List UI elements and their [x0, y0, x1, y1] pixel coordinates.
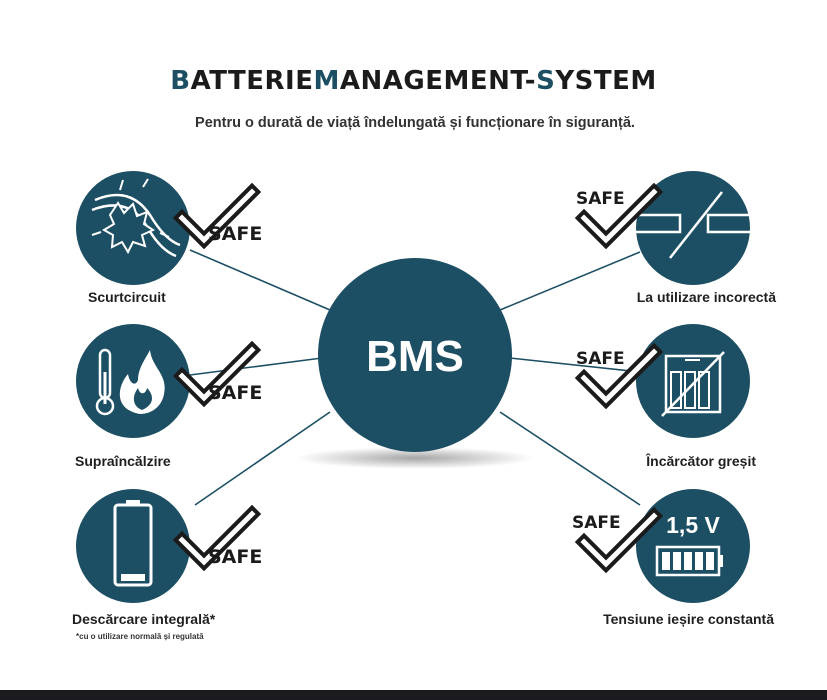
label-utilizare-incorecta: La utilizare incorectă	[636, 289, 776, 305]
bms-label: BMS	[366, 332, 464, 381]
battery-empty-icon	[76, 489, 190, 603]
wrong-charger-icon	[636, 324, 750, 438]
short-circuit-icon	[76, 171, 190, 285]
footnote: *cu o utilizare normală și regulată	[76, 632, 204, 641]
label-supraincalzire: Supraîncălzire	[75, 453, 171, 469]
bms-shadow	[295, 447, 535, 469]
safe-label: SAFE	[572, 513, 621, 533]
overheating-icon	[76, 324, 190, 438]
safe-label: SAFE	[576, 349, 625, 369]
voltage-label: 1,5 V	[666, 512, 720, 538]
safe-label: SAFE	[208, 546, 262, 568]
subtitle: Pentru o durată de viață îndelungată și …	[195, 115, 635, 131]
safe-label: SAFE	[208, 382, 262, 404]
label-scurtcircuit: Scurtcircuit	[88, 289, 166, 305]
bms-circle	[318, 258, 512, 452]
connector-lines	[189, 249, 641, 506]
bottom-bar	[0, 690, 827, 700]
constant-voltage-icon: 1,5 V	[636, 489, 750, 603]
label-descarcare: Descărcare integrală*	[72, 611, 216, 627]
page-title: BATTERIEMANAGEMENT-SYSTEM	[170, 66, 657, 96]
safe-label: SAFE	[208, 223, 262, 245]
incorrect-use-icon	[636, 171, 750, 285]
label-tensiune-constanta: Tensiune ieșire constantă	[603, 611, 774, 627]
safe-label: SAFE	[576, 189, 625, 209]
label-incarcator-gresit: Încărcător greșit	[646, 453, 756, 469]
